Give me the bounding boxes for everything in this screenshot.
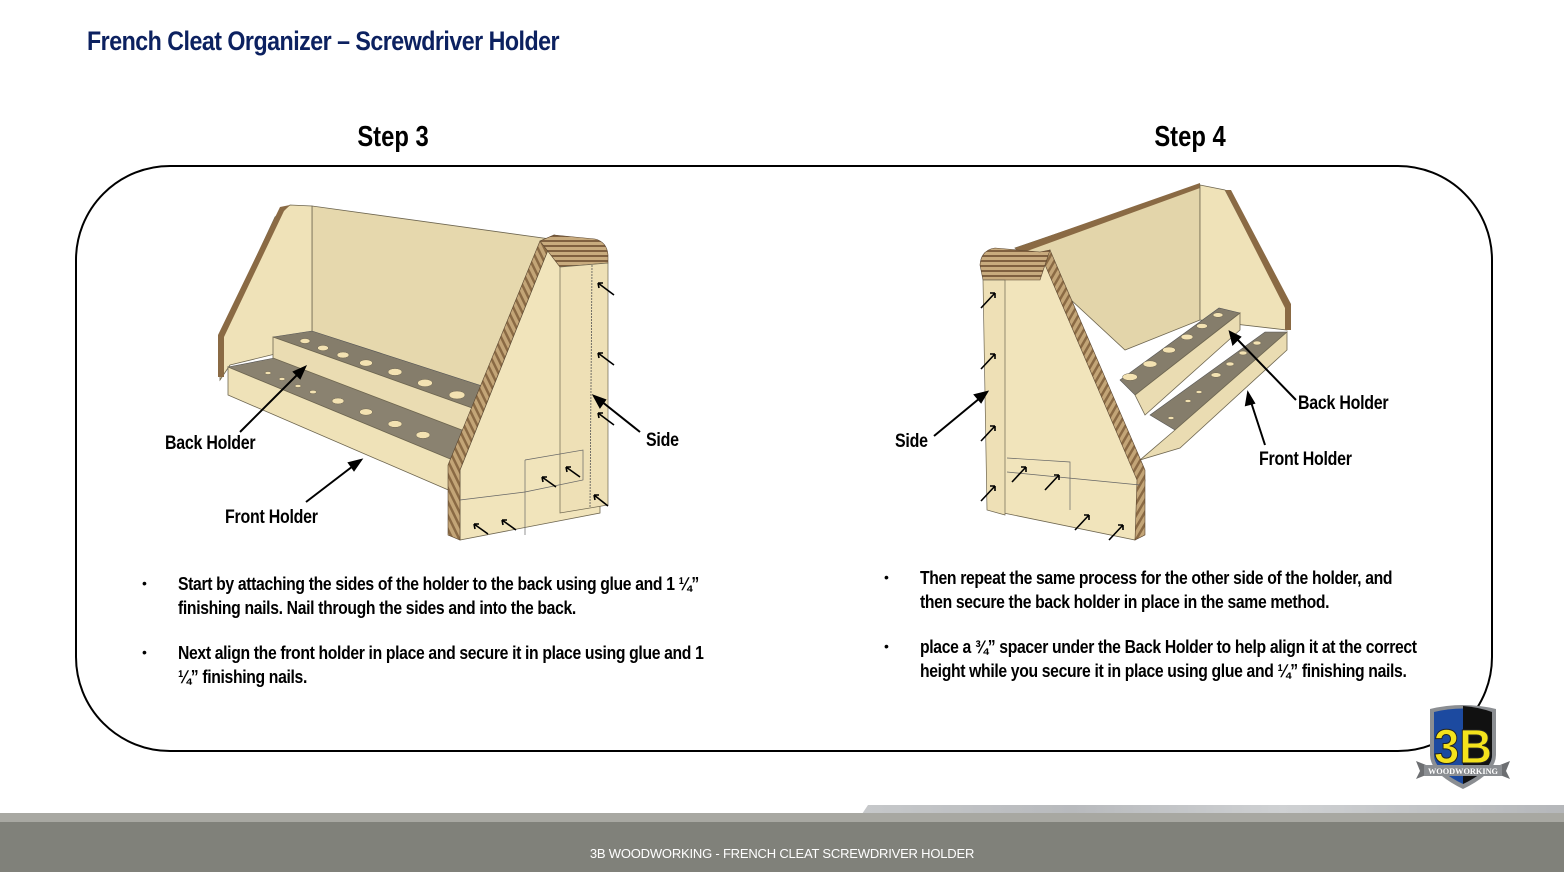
step-3-bullet-text: Next align the front holder in place and… bbox=[178, 642, 704, 687]
footer-bar: 3B WOODWORKING - FRENCH CLEAT SCREWDRIVE… bbox=[0, 822, 1564, 872]
step-3-bullet-text: Start by attaching the sides of the hold… bbox=[178, 573, 699, 618]
bullet-icon: • bbox=[884, 569, 889, 585]
step-3-heading: Step 3 bbox=[357, 121, 429, 153]
step-4-heading: Step 4 bbox=[1154, 121, 1226, 153]
step-3-bullet: • Start by attaching the sides of the ho… bbox=[142, 572, 702, 619]
footer-text: 3B WOODWORKING - FRENCH CLEAT SCREWDRIVE… bbox=[589, 846, 975, 861]
step-3-label-back-holder: Back Holder bbox=[165, 433, 256, 454]
bullet-icon: • bbox=[884, 638, 889, 654]
page-title: French Cleat Organizer – Screwdriver Hol… bbox=[87, 26, 560, 56]
bullet-icon: • bbox=[142, 575, 147, 591]
step-4-instructions: • Then repeat the same process for the o… bbox=[884, 566, 1417, 704]
3b-woodworking-logo: 3B WOODWORKING bbox=[1416, 705, 1510, 789]
step-3-label-side: Side bbox=[646, 430, 679, 451]
step-4-label-front-holder: Front Holder bbox=[1259, 449, 1352, 470]
step-3-label-front-holder: Front Holder bbox=[225, 507, 318, 528]
bullet-icon: • bbox=[142, 644, 147, 660]
step-4-bullet: • Then repeat the same process for the o… bbox=[884, 566, 1416, 613]
logo-ribbon-text: WOODWORKING bbox=[1428, 766, 1498, 776]
footer-strip bbox=[0, 813, 1564, 822]
step-4-label-side: Side bbox=[895, 431, 928, 452]
step-3-bullet: • Next align the front holder in place a… bbox=[142, 641, 704, 688]
step-4-illustration bbox=[979, 183, 1291, 541]
step-4-bullet-text: place a ¾” spacer under the Back Holder … bbox=[920, 636, 1417, 681]
step-3-instructions: • Start by attaching the sides of the ho… bbox=[142, 572, 704, 710]
content-frame bbox=[75, 165, 1493, 752]
step-3-illustration bbox=[218, 204, 615, 541]
step-4-bullet-text: Then repeat the same process for the oth… bbox=[920, 567, 1393, 612]
step-4-bullet: • place a ¾” spacer under the Back Holde… bbox=[884, 635, 1417, 682]
footer-silver-accent bbox=[862, 805, 1564, 814]
step-4-callout-arrows bbox=[933, 330, 1297, 446]
step-4-label-back-holder: Back Holder bbox=[1298, 393, 1389, 414]
step-3-callout-arrows bbox=[239, 364, 641, 503]
